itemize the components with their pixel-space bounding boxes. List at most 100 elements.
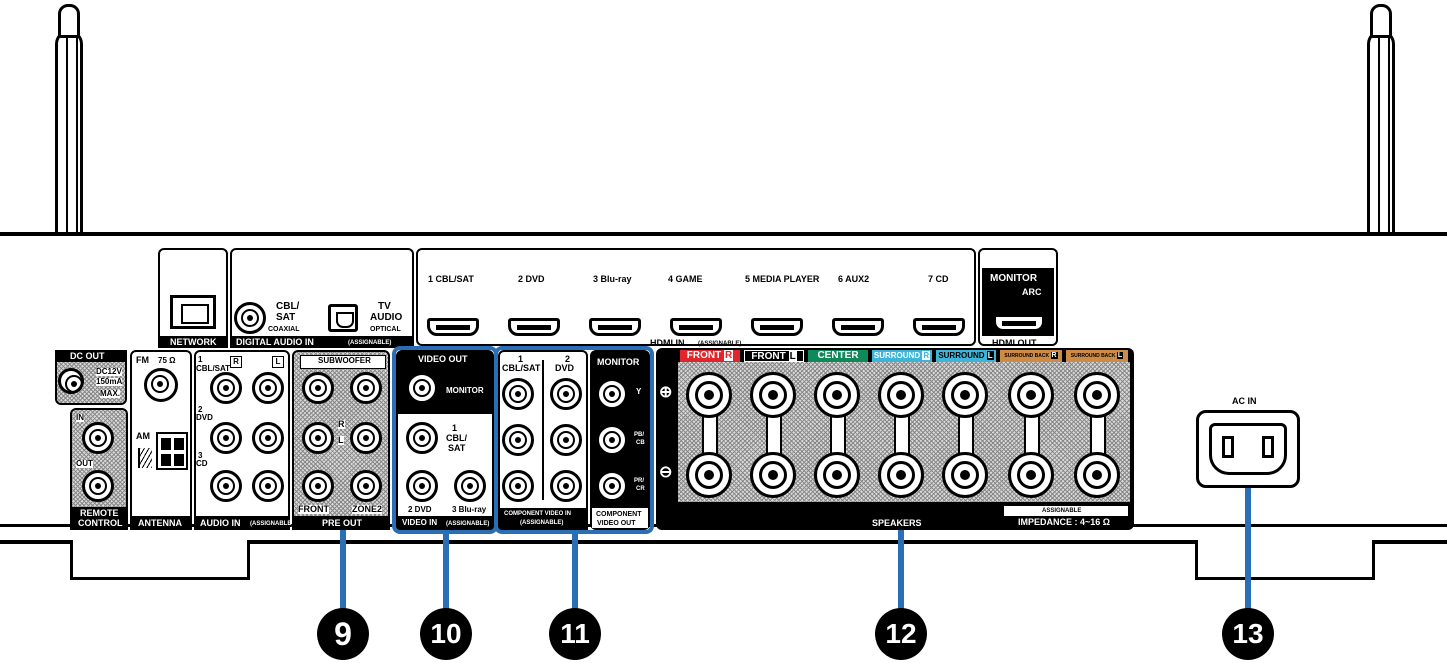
surround-l-plus-post[interactable]	[942, 372, 988, 418]
coaxial-line1: CBL/	[276, 301, 300, 312]
front-l-header: FRONT L	[744, 350, 804, 362]
antenna-label-bar	[130, 516, 192, 530]
fm-label: FM	[136, 355, 149, 365]
audio-in-1-r-jack[interactable]	[210, 372, 242, 404]
video-in-3-jack[interactable]	[454, 470, 486, 502]
pre-zone2-r-jack[interactable]	[350, 422, 382, 454]
hdmi-out-title: HDMI OUT	[992, 338, 1037, 348]
surround-r-plus-post[interactable]	[878, 372, 924, 418]
audio-in-2-num: 2	[198, 405, 203, 414]
audio-in-3-r-jack[interactable]	[210, 470, 242, 502]
surround-back-r-minus-post[interactable]	[1008, 452, 1054, 498]
dc-out-line2: 150mA	[96, 377, 123, 386]
center-minus-post[interactable]	[814, 452, 860, 498]
dc-out-line1: DC12V	[96, 367, 122, 376]
hdmi-out-port[interactable]	[993, 314, 1045, 332]
hdmi-in-4-port[interactable]	[670, 318, 722, 336]
coaxial-jack[interactable]	[234, 302, 266, 334]
speaker-plus-sign: ⊕	[659, 384, 673, 401]
optical-jack[interactable]	[328, 304, 358, 332]
component-in-title: COMPONENT VIDEO IN	[504, 511, 572, 517]
audio-in-3-l-jack[interactable]	[252, 470, 284, 502]
surround-back-l-minus-post[interactable]	[1074, 452, 1120, 498]
subwoofer-label-box	[300, 355, 386, 369]
audio-in-2-l-jack[interactable]	[252, 422, 284, 454]
hdmi-out-arc-label: ARC	[1022, 287, 1042, 297]
pre-zone2-l-jack[interactable]	[350, 470, 382, 502]
speaker-minus-sign: ⊖	[659, 464, 673, 481]
surround-back-r-plus-post[interactable]	[1008, 372, 1054, 418]
highlight-component	[494, 346, 654, 534]
remote-out-jack[interactable]	[82, 470, 114, 502]
am-terminal[interactable]	[156, 432, 188, 470]
subwoofer-2-jack[interactable]	[350, 372, 382, 404]
subwoofer-1-jack[interactable]	[302, 372, 334, 404]
component-in-2-num: 2	[565, 354, 571, 364]
dc-out-title-bar	[55, 350, 127, 362]
callout-12: 12	[875, 608, 927, 660]
video-in-1-jack[interactable]	[406, 422, 438, 454]
component-in-2-y-jack[interactable]	[550, 378, 582, 410]
front-l-plus-post[interactable]	[750, 372, 796, 418]
component-out-monitor: MONITOR	[597, 357, 640, 367]
hdmi-in-5-port[interactable]	[751, 318, 803, 336]
component-out-y-jack[interactable]	[596, 378, 628, 410]
component-out-pb-jack[interactable]	[596, 424, 628, 456]
front-r-header: FRONT R	[680, 350, 740, 362]
component-in-1-y-jack[interactable]	[502, 378, 534, 410]
hdmi-out-monitor-label: MONITOR	[990, 273, 1038, 284]
hdmi-in-6-port[interactable]	[832, 318, 884, 336]
audio-in-2-r-jack[interactable]	[210, 422, 242, 454]
pre-front-r-jack[interactable]	[302, 422, 334, 454]
component-in-assignable: (ASSIGNABLE)	[520, 520, 564, 526]
remote-in-jack[interactable]	[82, 422, 114, 454]
pre-out-label-bar	[292, 516, 390, 530]
component-out-title1: COMPONENT	[596, 511, 642, 518]
callout-11: 11	[549, 608, 601, 660]
dc-out-jack[interactable]	[58, 368, 84, 394]
hdmi-in-4-label: 4 GAME	[668, 274, 703, 284]
surround-back-l-header: SURROUND BACK L	[1066, 350, 1128, 362]
hdmi-in-3-port[interactable]	[589, 318, 641, 336]
video-in-label-bar	[396, 516, 494, 530]
ethernet-port[interactable]	[170, 295, 216, 329]
component-in-1-num: 1	[518, 354, 524, 364]
callout-10-line	[443, 534, 449, 614]
digital-audio-label-bar	[230, 336, 414, 348]
component-in-1-pr-jack[interactable]	[502, 470, 534, 502]
component-in-1-pb-jack[interactable]	[502, 424, 534, 456]
hdmi-in-2-label: 2 DVD	[518, 274, 545, 284]
remote-out-label: OUT	[76, 459, 93, 468]
foot-right	[1195, 540, 1375, 580]
pre-front-l-jack[interactable]	[302, 470, 334, 502]
am-label: AM	[136, 431, 150, 441]
hdmi-in-1-port[interactable]	[427, 318, 479, 336]
hdmi-in-2-port[interactable]	[508, 318, 560, 336]
video-in-title: VIDEO IN	[402, 518, 438, 527]
center-plus-post[interactable]	[814, 372, 860, 418]
component-in-2-pb-jack[interactable]	[550, 424, 582, 456]
ac-in-socket[interactable]	[1196, 410, 1300, 488]
surround-l-minus-post[interactable]	[942, 452, 988, 498]
video-in-2-jack[interactable]	[406, 470, 438, 502]
front-l-minus-post[interactable]	[750, 452, 796, 498]
optical-line2: AUDIO	[370, 312, 403, 323]
surround-back-r-header: SURROUND BACK R	[1000, 350, 1062, 362]
audio-in-title: AUDIO IN	[200, 518, 241, 528]
dc-out-title: DC OUT	[70, 351, 105, 361]
fm-jack[interactable]	[144, 368, 178, 402]
remote-label-bar	[70, 507, 128, 530]
surround-back-l-plus-post[interactable]	[1074, 372, 1120, 418]
audio-in-1-l-jack[interactable]	[252, 372, 284, 404]
surround-r-minus-post[interactable]	[878, 452, 924, 498]
surround-l-header: SURROUND L	[936, 350, 996, 362]
fm-ohm-label: 75 Ω	[158, 356, 176, 365]
video-out-monitor-jack[interactable]	[406, 372, 438, 404]
hdmi-in-7-port[interactable]	[913, 318, 965, 336]
component-in-2-pr-jack[interactable]	[550, 470, 582, 502]
component-out-pr-jack[interactable]	[596, 470, 628, 502]
component-out-pb: PB/	[634, 432, 645, 438]
front-r-minus-post[interactable]	[686, 452, 732, 498]
audio-in-3-num: 3	[198, 451, 203, 460]
front-r-plus-post[interactable]	[686, 372, 732, 418]
